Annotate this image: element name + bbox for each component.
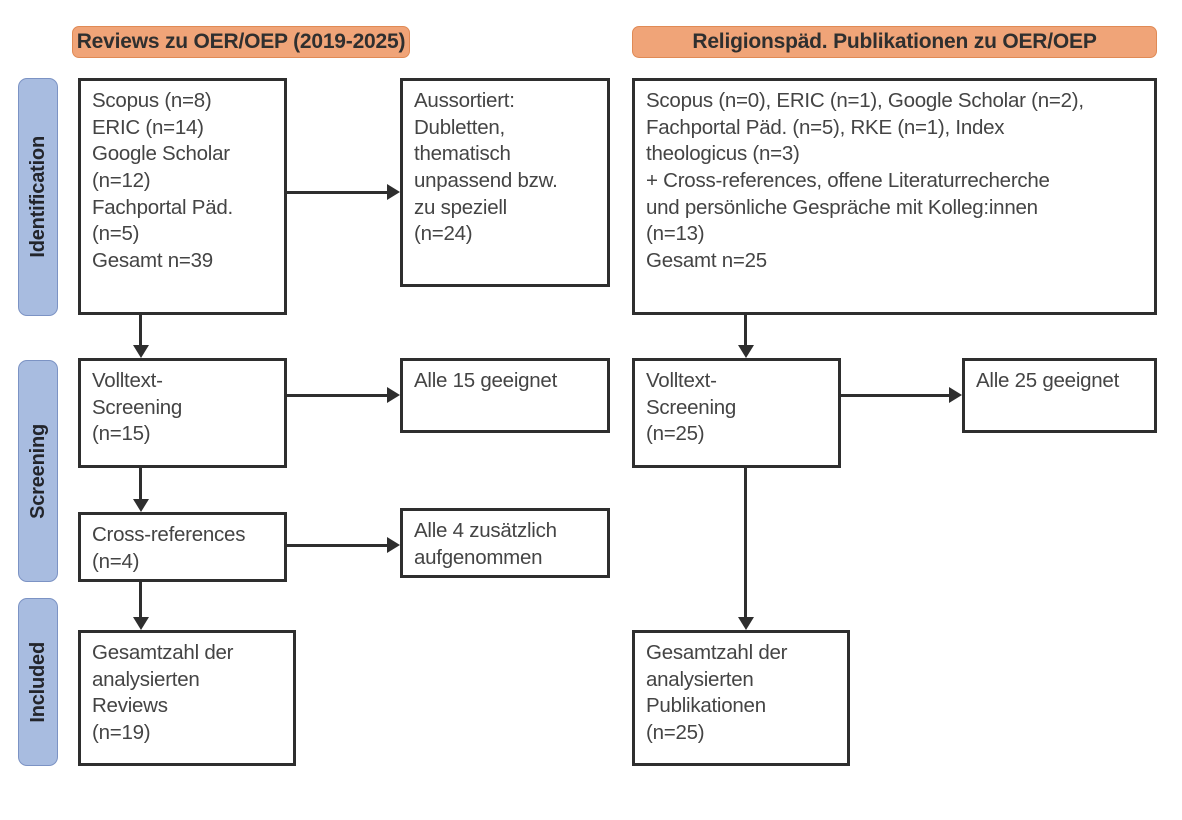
box-left-cross-references-result: Alle 4 zusätzlich aufgenommen — [400, 508, 610, 578]
arrowhead-left-crossrefs-to-included — [133, 617, 149, 630]
box-left-excluded-records: Aussortiert: Dubletten, thematisch unpas… — [400, 78, 610, 287]
stage-label-identification: Identification — [18, 78, 58, 316]
connector-left-sources-to-fulltext — [139, 315, 142, 345]
box-right-fulltext-result: Alle 25 geeignet — [962, 358, 1157, 433]
stage-label-screening-text: Screening — [26, 423, 49, 519]
arrowhead-left-fulltext-to-result — [387, 387, 400, 403]
box-left-cross-references: Cross-references (n=4) — [78, 512, 287, 582]
arrowhead-left-fulltext-to-crossrefs — [133, 499, 149, 512]
box-left-fulltext-screening: Volltext- Screening (n=15) — [78, 358, 287, 468]
stage-label-included-text: Included — [26, 641, 49, 723]
box-left-identification-sources: Scopus (n=8) ERIC (n=14) Google Scholar … — [78, 78, 287, 315]
stage-label-included: Included — [18, 598, 58, 766]
box-left-fulltext-result: Alle 15 geeignet — [400, 358, 610, 433]
connector-right-sources-to-fulltext — [744, 315, 747, 345]
connector-left-crossrefs-to-result — [287, 544, 387, 547]
connector-left-crossrefs-to-included — [139, 582, 142, 617]
arrowhead-right-fulltext-to-result — [949, 387, 962, 403]
box-left-included-total: Gesamtzahl der analysierten Reviews (n=1… — [78, 630, 296, 766]
connector-right-fulltext-to-result — [841, 394, 949, 397]
stage-label-screening: Screening — [18, 360, 58, 582]
connector-left-fulltext-to-crossrefs — [139, 468, 142, 499]
connector-right-fulltext-to-included — [744, 468, 747, 617]
box-right-identification-sources: Scopus (n=0), ERIC (n=1), Google Scholar… — [632, 78, 1157, 315]
box-right-fulltext-screening: Volltext- Screening (n=25) — [632, 358, 841, 468]
connector-left-sources-to-excluded — [287, 191, 387, 194]
connector-left-fulltext-to-result — [287, 394, 387, 397]
column-header-reviews: Reviews zu OER/OEP (2019-2025) — [72, 26, 410, 58]
arrowhead-right-sources-to-fulltext — [738, 345, 754, 358]
arrowhead-right-fulltext-to-included — [738, 617, 754, 630]
box-right-included-total: Gesamtzahl der analysierten Publikatione… — [632, 630, 850, 766]
column-header-publications: Religionspäd. Publikationen zu OER/OEP — [632, 26, 1157, 58]
arrowhead-left-sources-to-excluded — [387, 184, 400, 200]
stage-label-identification-text: Identification — [26, 136, 49, 258]
arrowhead-left-sources-to-fulltext — [133, 345, 149, 358]
arrowhead-left-crossrefs-to-result — [387, 537, 400, 553]
